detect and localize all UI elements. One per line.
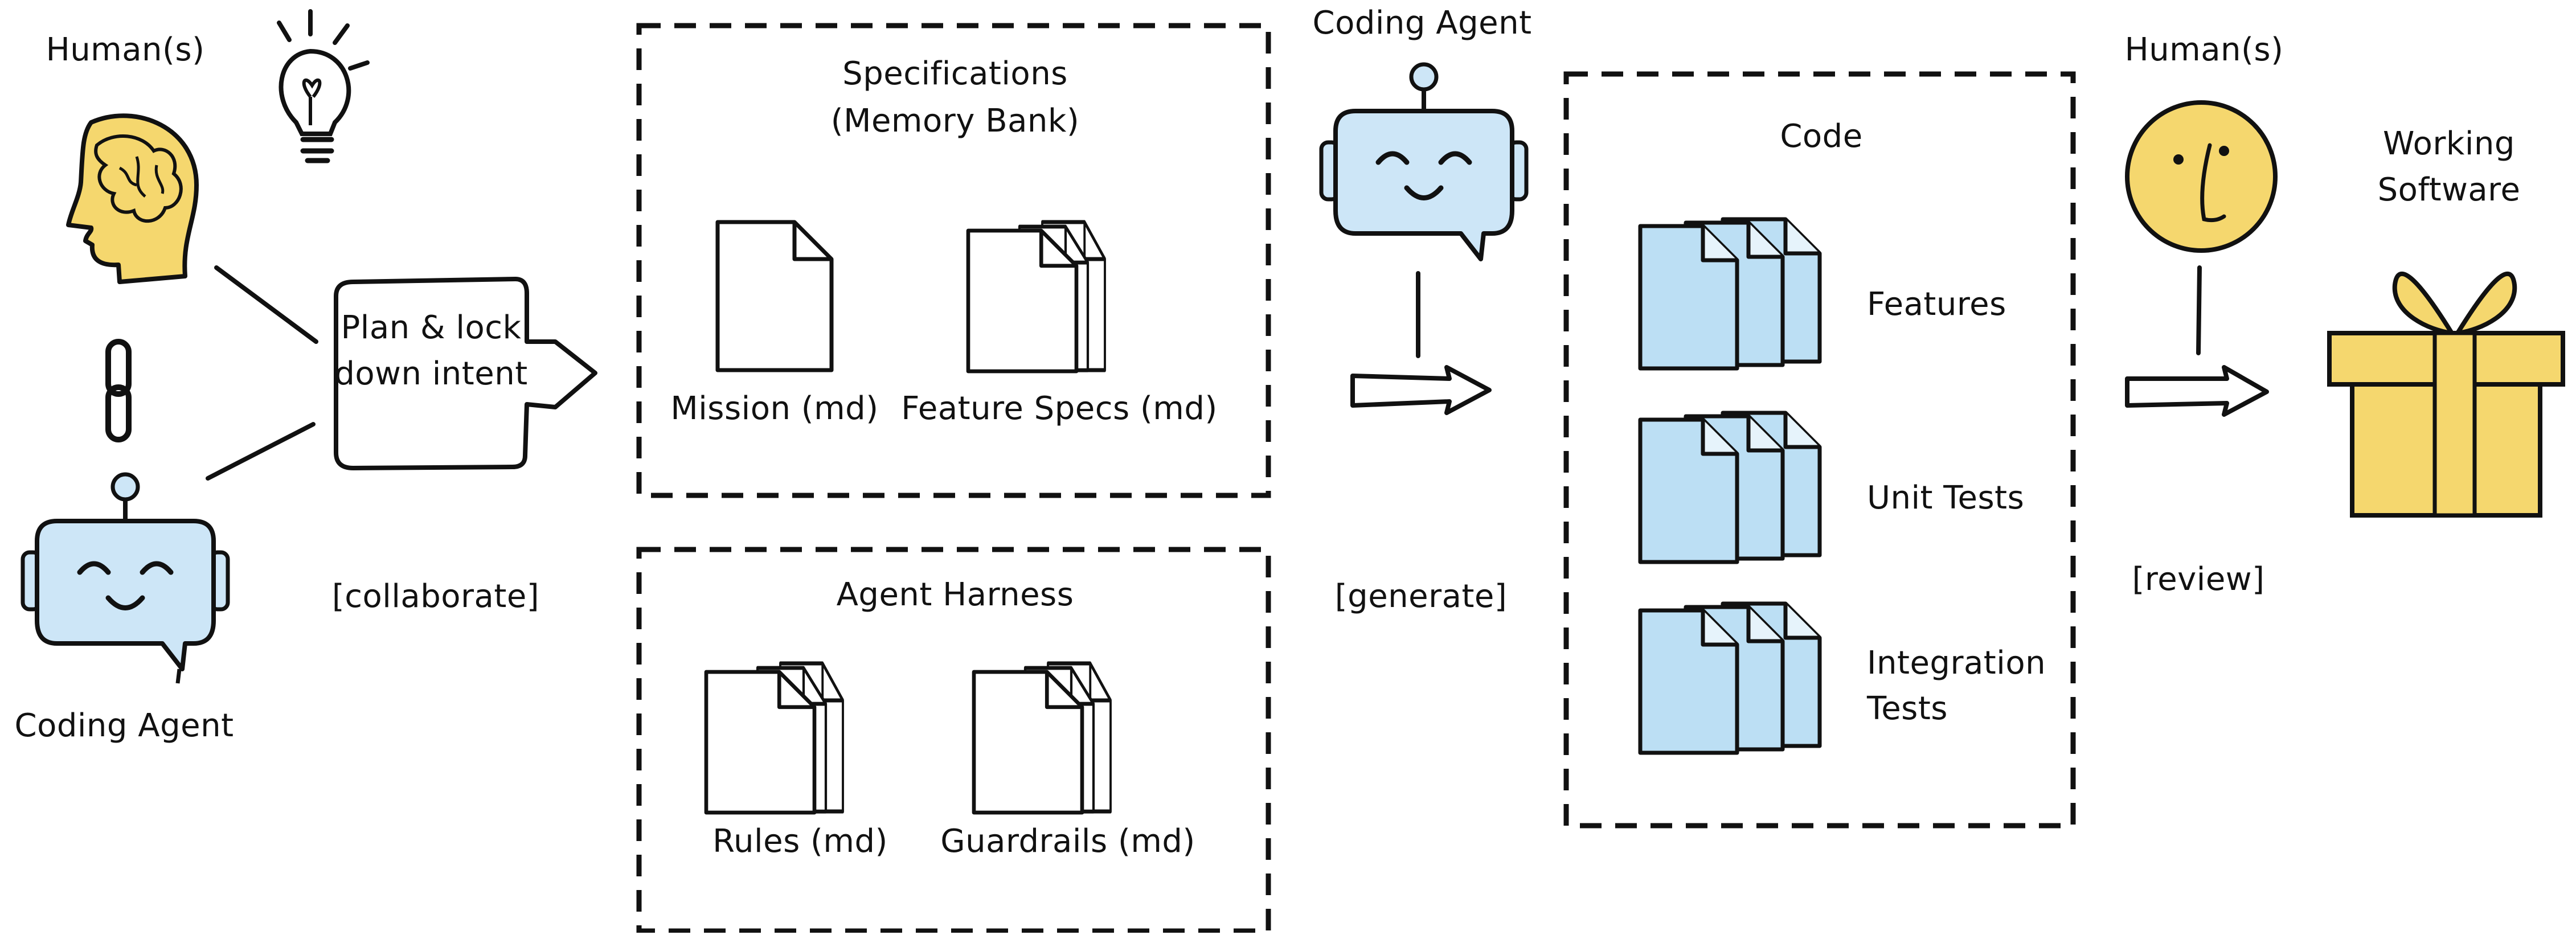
review-label: [review]: [2132, 561, 2265, 598]
connector-line: [2196, 265, 2202, 355]
code-item-tests: Tests: [1867, 690, 1948, 727]
connector-line: [206, 422, 316, 481]
guardrails-docs-icon: [974, 663, 1111, 813]
code-item-integration: Integration: [1867, 645, 2046, 682]
code-title: Code: [1780, 118, 1863, 155]
connector-line: [214, 265, 318, 344]
guardrails-doc-label: Guardrails (md): [940, 823, 1195, 860]
plan-label-line1: Plan & lock: [341, 309, 522, 346]
plan-label-line2: down intent: [334, 355, 528, 392]
specifications-title-line1: Specifications: [842, 55, 1068, 92]
working-software-line2: Software: [2377, 171, 2521, 208]
plan-box: [334, 277, 597, 470]
agent-harness-title: Agent Harness: [836, 576, 1074, 613]
mission-doc-icon: [718, 222, 832, 370]
coding-agent-label-left: Coding Agent: [14, 707, 234, 744]
robot-icon: [21, 472, 230, 684]
collaborate-label: [collaborate]: [331, 578, 540, 615]
specifications-title-line2: (Memory Bank): [830, 102, 1080, 140]
features-docs-icon: [1640, 219, 1820, 368]
human-head-icon: [66, 113, 199, 284]
generate-arrow-icon: [1350, 365, 1492, 415]
code-box: [1563, 71, 2076, 829]
working-software-line1: Working: [2383, 125, 2515, 162]
code-item-features: Features: [1867, 286, 2006, 323]
feature-specs-doc-label: Feature Specs (md): [901, 390, 1218, 427]
review-arrow-icon: [2125, 365, 2269, 417]
mission-doc-label: Mission (md): [670, 390, 879, 427]
human-label-right: Human(s): [2124, 31, 2284, 68]
lightbulb-icon: [277, 9, 370, 163]
human-label-left: Human(s): [46, 31, 205, 68]
chain-link-icon: [105, 339, 132, 442]
rules-docs-icon: [706, 663, 843, 813]
generate-label: [generate]: [1334, 578, 1508, 615]
human-face-icon: [2125, 100, 2278, 253]
integration-tests-docs-icon: [1640, 604, 1820, 753]
gift-icon: [2327, 271, 2565, 518]
unit-tests-docs-icon: [1640, 413, 1820, 562]
rules-doc-label: Rules (md): [712, 823, 888, 860]
agent-harness-box: [636, 547, 1271, 934]
code-item-unit-tests: Unit Tests: [1867, 479, 2025, 516]
coding-agent-label-middle: Coding Agent: [1312, 5, 1532, 42]
robot-icon: [1319, 62, 1529, 261]
feature-specs-docs-icon: [968, 222, 1105, 371]
specifications-box: [636, 23, 1271, 498]
